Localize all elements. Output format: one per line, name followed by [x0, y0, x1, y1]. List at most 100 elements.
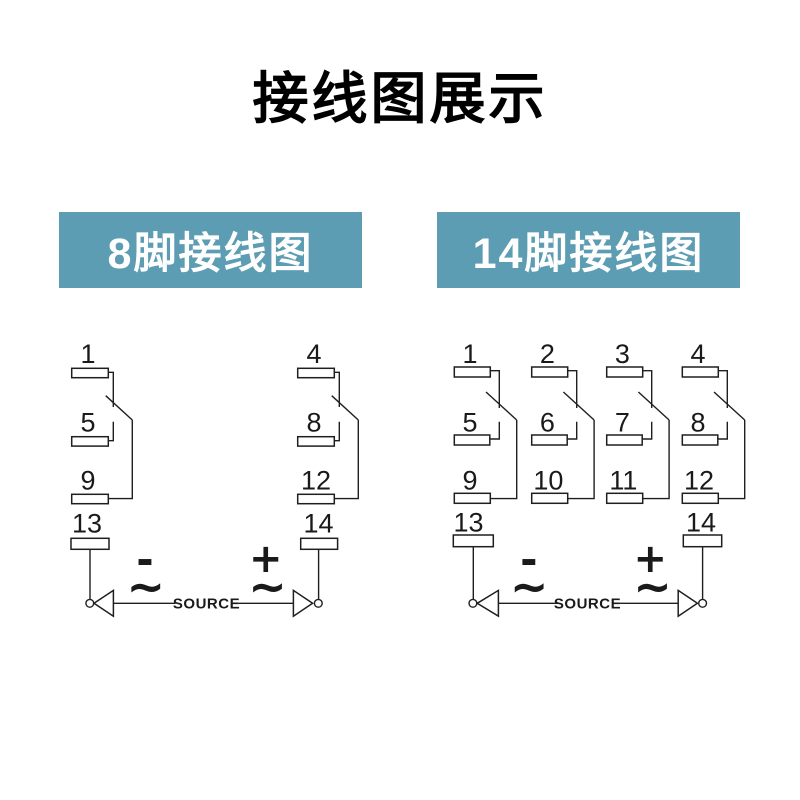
nc-contact-lead: [489, 421, 500, 440]
pin-terminal: [681, 492, 720, 505]
source-label: SOURCE: [554, 596, 621, 613]
terminal-node-left: [85, 598, 95, 608]
pin-label: 11: [609, 466, 637, 496]
pin-terminal: [299, 537, 339, 551]
nc-contact-lead: [567, 421, 578, 440]
pin-terminal: [296, 367, 336, 379]
panel-header-8pin: 8脚接线图: [59, 212, 362, 288]
relay-pole-3-7-11: 3 7 11: [605, 339, 670, 505]
pin-label: 14: [686, 508, 716, 538]
switch-blade: [562, 391, 595, 421]
ac-symbol-left: ~: [510, 560, 549, 614]
pin-terminal: [530, 492, 569, 505]
pin-label: 4: [306, 339, 321, 369]
source-arrow-left-icon: [475, 589, 500, 618]
pin-label: 2: [540, 339, 555, 369]
no-contact-lead: [718, 420, 746, 500]
polarity-positive: +: [249, 536, 283, 582]
nc-contact-lead: [108, 421, 114, 442]
source-label: SOURCE: [173, 596, 240, 613]
pin-terminal: [530, 434, 568, 446]
terminal-node-right: [698, 598, 708, 608]
pin-label: 6: [540, 408, 555, 438]
switch-blade: [713, 391, 746, 421]
power-section: 13 SOURCE 14 - ~ + ~: [70, 509, 339, 618]
pin-terminal: [296, 493, 336, 505]
relay-pole-2-6-10: 2 6 10: [530, 339, 595, 505]
page-title: 接线图展示: [252, 67, 548, 130]
power-section: 13 SOURCE 14 - ~ + ~: [452, 508, 723, 618]
pin-terminal: [70, 367, 110, 379]
common-lead: [642, 370, 653, 408]
pin-terminal: [70, 493, 110, 505]
pin-label: 1: [80, 339, 95, 369]
common-lead: [718, 370, 728, 408]
ac-symbol-right: ~: [633, 560, 672, 614]
wiring-diagram-8pin: 1 5 9 4 8 12 13 SOURCE 14: [70, 339, 359, 618]
terminal-node-right: [313, 598, 323, 608]
pin-label: 5: [462, 408, 477, 438]
switch-blade: [105, 395, 133, 421]
pin-label: 10: [533, 466, 563, 496]
no-contact-lead: [567, 420, 595, 500]
wiring-diagram-14pin: 1 5 9 2 6 10 3 7 11 4: [452, 339, 746, 618]
pin-label: 4: [690, 339, 705, 369]
no-contact-lead: [642, 420, 670, 500]
common-lead: [490, 370, 500, 408]
pin-label: 8: [690, 408, 705, 438]
pin-label: 9: [80, 466, 95, 496]
panel-header-8pin-label: 8脚接线图: [107, 230, 314, 278]
panel-header-14pin-label: 14脚接线图: [472, 230, 705, 278]
pin-label: 1: [462, 339, 477, 369]
nc-contact-lead: [717, 421, 728, 440]
source-arrow-left-icon: [92, 589, 115, 618]
source-arrow-right-icon: [677, 588, 699, 618]
pin-label: 14: [303, 509, 333, 539]
polarity-positive: +: [634, 536, 668, 582]
pin-terminal: [530, 366, 569, 378]
relay-pole-4-8-12: 4 8 12: [681, 339, 746, 505]
pin-terminal: [70, 435, 110, 447]
panel-header-14pin: 14脚接线图: [437, 212, 740, 288]
terminal-node-left: [468, 598, 478, 608]
no-contact-lead: [334, 420, 359, 500]
common-lead: [567, 370, 578, 408]
pin-terminal: [682, 534, 723, 548]
switch-blade: [637, 391, 670, 421]
relay-pole-4-8-12: 4 8 12: [296, 339, 359, 505]
no-contact-lead: [108, 420, 133, 500]
relay-pole-1-5-9: 1 5 9: [70, 339, 133, 505]
pin-terminal: [605, 366, 644, 378]
switch-blade: [331, 395, 359, 421]
common-lead: [108, 371, 114, 407]
pin-terminal: [453, 492, 492, 505]
pin-label: 3: [615, 339, 630, 369]
pin-label: 13: [453, 508, 483, 538]
pin-terminal: [681, 434, 719, 446]
ac-symbol-right: ~: [248, 560, 287, 614]
pin-terminal: [453, 434, 491, 446]
pin-label: 7: [615, 408, 630, 438]
source-arrow-right-icon: [292, 588, 314, 618]
pin-terminal: [296, 435, 336, 447]
polarity-negative: -: [136, 535, 153, 584]
relay-pole-1-5-9: 1 5 9: [453, 339, 518, 505]
pin-label: 12: [301, 466, 331, 496]
pin-label: 9: [462, 466, 477, 496]
polarity-negative: -: [520, 535, 537, 584]
pin-label: 8: [306, 408, 321, 438]
pin-terminal: [605, 492, 644, 505]
common-lead: [334, 371, 340, 407]
pin-label: 12: [684, 466, 714, 496]
pin-label: 5: [80, 408, 95, 438]
pin-terminal: [681, 366, 720, 378]
pin-terminal: [605, 434, 643, 446]
ac-symbol-left: ~: [127, 560, 166, 614]
nc-contact-lead: [642, 421, 653, 440]
pin-label: 13: [72, 509, 102, 539]
pin-terminal: [452, 534, 495, 548]
no-contact-lead: [490, 420, 518, 500]
nc-contact-lead: [334, 421, 340, 442]
switch-blade: [485, 391, 518, 421]
pin-terminal: [453, 366, 492, 378]
